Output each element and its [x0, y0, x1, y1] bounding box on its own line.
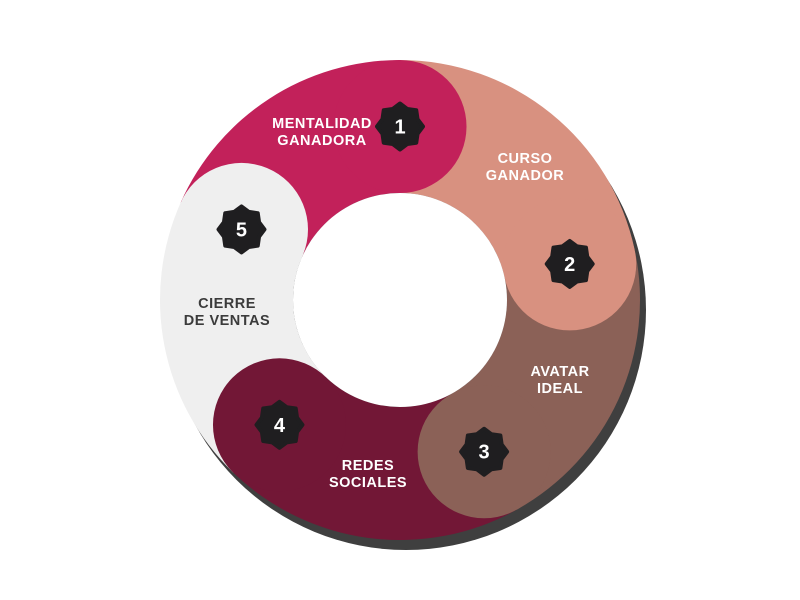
label-line: GANADORA: [277, 133, 366, 149]
label-line: CURSO: [498, 151, 553, 167]
label-line: SOCIALES: [329, 475, 407, 491]
step-badge-3: 3: [459, 426, 510, 477]
scalloped-badge-icon: [216, 204, 267, 255]
step-badge-1: 1: [375, 101, 425, 152]
step-badge-2: 2: [544, 238, 595, 289]
step-badge-5: 5: [216, 204, 267, 255]
label-line: DE VENTAS: [184, 313, 270, 329]
label-line: AVATAR: [530, 364, 589, 380]
step-badge-4: 4: [254, 399, 305, 450]
label-line: CIERRE: [198, 296, 256, 312]
step-number: 5: [236, 219, 247, 241]
scalloped-badge-icon: [544, 238, 595, 289]
step-number: 4: [274, 415, 286, 437]
label-line: REDES: [342, 458, 394, 474]
scalloped-badge-icon: [459, 426, 510, 477]
scalloped-badge-icon: [254, 399, 305, 450]
step-number: 2: [564, 254, 575, 276]
ring-hole: [293, 193, 507, 407]
scalloped-badge-icon: [375, 101, 425, 152]
step-number: 3: [479, 442, 490, 464]
label-line: IDEAL: [537, 381, 583, 397]
label-line: MENTALIDAD: [272, 116, 372, 132]
step-number: 1: [394, 117, 405, 139]
label-line: GANADOR: [486, 168, 564, 184]
